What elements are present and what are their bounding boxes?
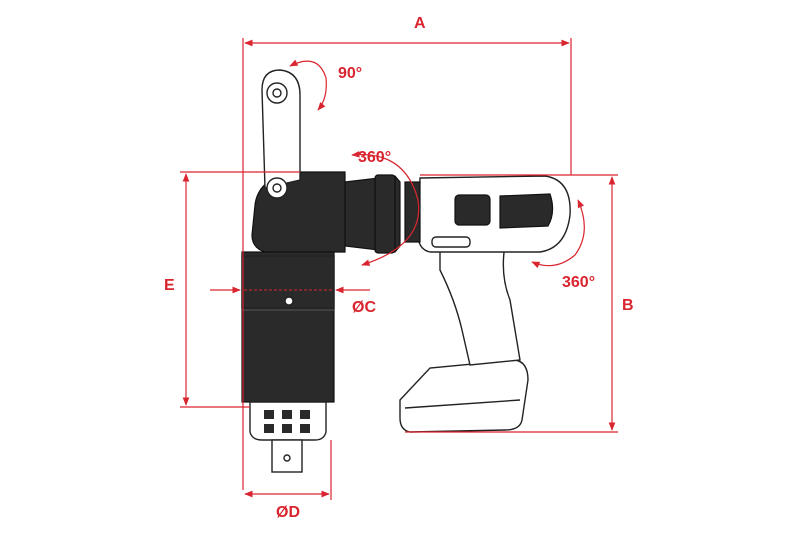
label-d: ØD	[276, 504, 300, 521]
vent-grill	[454, 194, 491, 226]
label-rotation-gearbox: 360°	[358, 149, 391, 166]
tool-illustration	[241, 69, 571, 473]
dimension-lines	[180, 38, 618, 500]
label-rotation-handle: 360°	[562, 274, 595, 291]
label-a: A	[414, 15, 426, 32]
rotation-arc-head	[289, 59, 327, 111]
battery	[399, 359, 529, 433]
label-rotation-head: 90°	[338, 65, 362, 82]
direction-switch	[431, 236, 471, 248]
label-c: ØC	[352, 299, 376, 316]
rotation-arc-handle	[531, 199, 585, 269]
spline-reaction	[249, 401, 327, 441]
label-e: E	[164, 277, 175, 294]
label-b: B	[622, 297, 634, 314]
handle-grip-pad	[499, 193, 554, 229]
rotation-arc-gearbox	[351, 150, 420, 266]
pistol-grip	[439, 244, 521, 366]
